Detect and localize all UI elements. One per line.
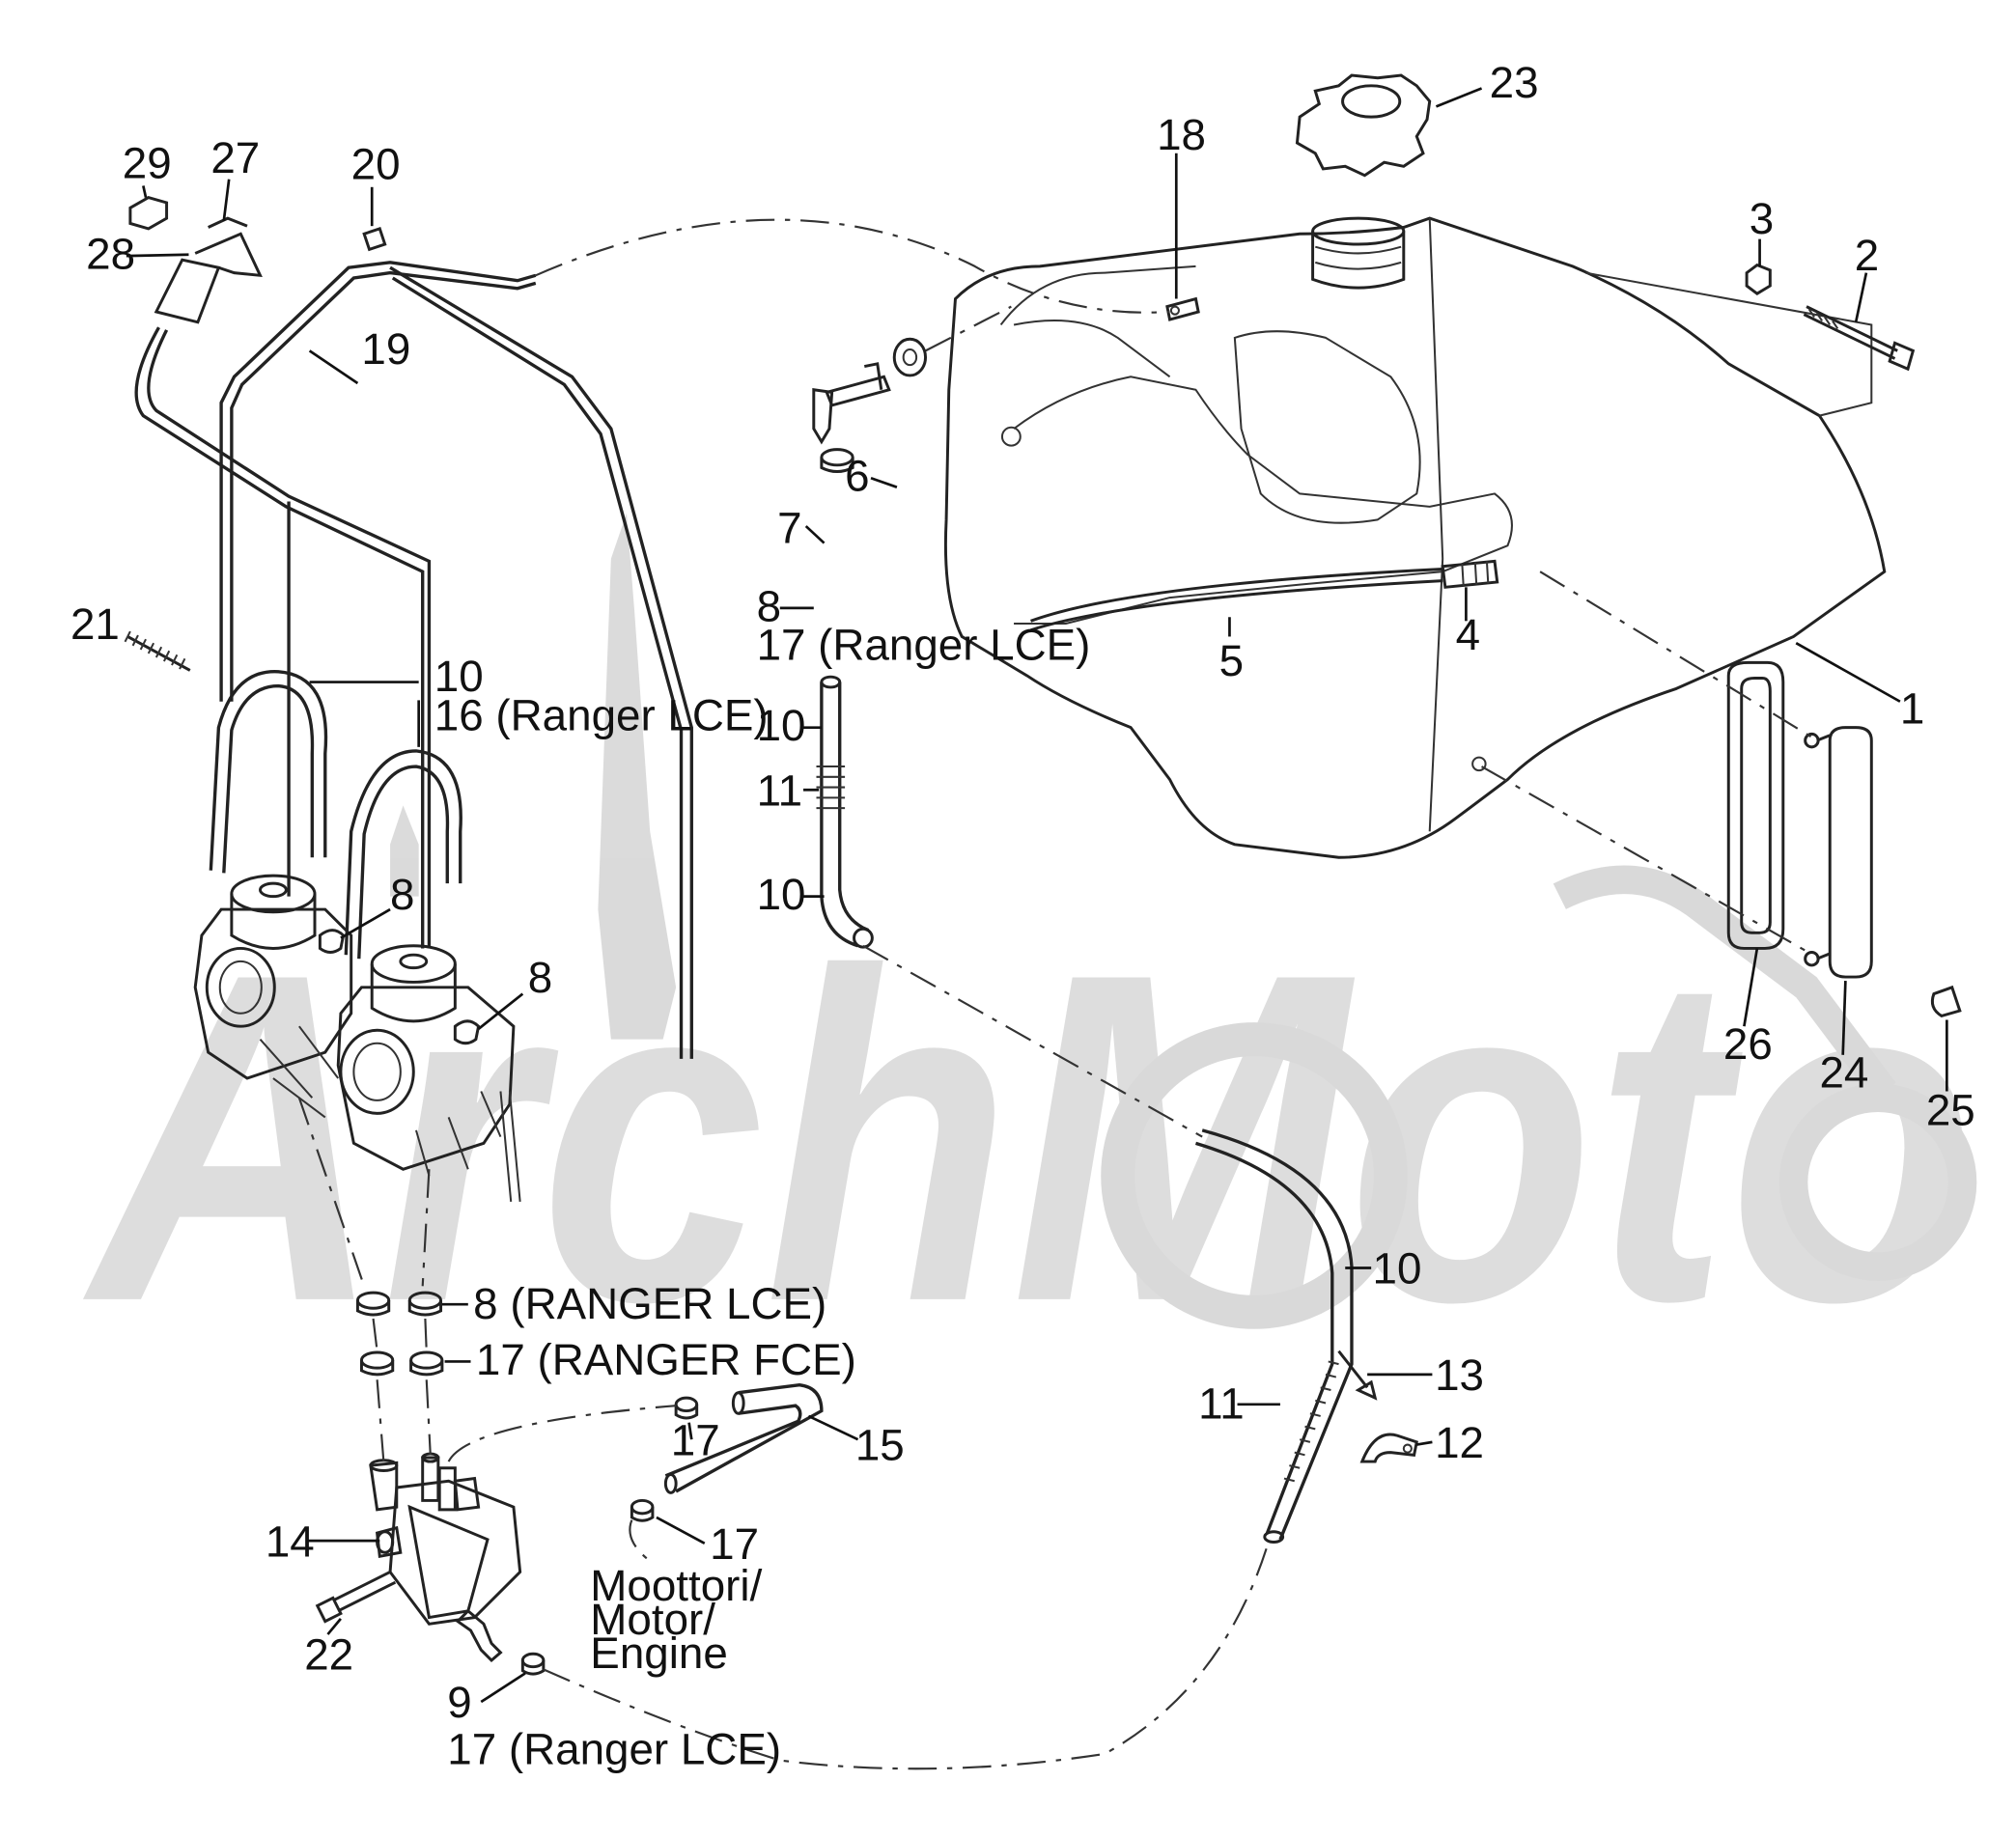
cap-screw (362, 226, 387, 252)
callout-8-valve: 8 (757, 581, 781, 630)
callout-4: 4 (1456, 610, 1480, 659)
callout-12: 12 (1435, 1418, 1484, 1467)
watermark-text: ArchMoto (78, 876, 1975, 1399)
engine-note-line3: Engine (590, 1628, 727, 1678)
watermark: ArchMoto (78, 513, 1977, 1399)
nut (1745, 263, 1772, 295)
hose-clamp (820, 448, 854, 474)
vent-hoses (209, 670, 462, 960)
callout-14: 14 (266, 1517, 315, 1566)
callout-19: 19 (361, 324, 410, 374)
callout-15: 15 (855, 1421, 905, 1470)
spring (124, 630, 191, 672)
callout-29: 29 (123, 138, 172, 187)
fuel-tank (943, 216, 1887, 859)
engine-note-line1: Moottori/ (590, 1561, 762, 1610)
callout-7: 7 (777, 504, 801, 553)
tank-gasket (1726, 660, 1785, 950)
choke-cable (134, 216, 432, 949)
callout-5: 5 (1219, 636, 1244, 685)
callout-17-ranger-fce: 17 (RANGER FCE) (476, 1335, 856, 1384)
assembly-lines (297, 218, 1814, 1770)
rivet (1337, 1350, 1378, 1401)
callout-11-right: 11 (1198, 1379, 1245, 1429)
engine-note-line2: Motor/ (590, 1595, 715, 1644)
grommet (892, 337, 928, 377)
callout-27: 27 (210, 133, 260, 182)
carburetors (193, 874, 521, 1202)
callout-21: 21 (70, 599, 120, 649)
fuel-cap (1295, 73, 1432, 178)
callout-17-hose-top: 17 (671, 1415, 720, 1464)
callout-6: 6 (845, 452, 869, 501)
fuel-pump (369, 1452, 522, 1662)
callout-24: 24 (1819, 1047, 1868, 1097)
choke-nut (128, 195, 169, 231)
pump-screw (315, 1571, 397, 1624)
fuel-hose-short (816, 675, 874, 949)
callout-26: 26 (1723, 1019, 1773, 1069)
callout-3: 3 (1750, 194, 1774, 243)
vent-fitting (1165, 296, 1200, 321)
callout-25: 25 (1926, 1085, 1975, 1134)
callout-8-carb-left: 8 (390, 870, 414, 919)
callout-20: 20 (351, 140, 401, 189)
callout-17-ranger-lce-bottom: 17 (Ranger LCE) (447, 1725, 781, 1774)
callout-17-hose-bottom: 17 (710, 1519, 759, 1569)
callout-10-center-bottom: 10 (757, 870, 806, 919)
fuel-hose-long (1194, 1128, 1354, 1544)
leader-lines (126, 87, 1948, 1704)
bolt (1803, 305, 1916, 372)
callout-28: 28 (86, 230, 135, 279)
callout-16-ranger-lce: 16 (Ranger LCE) (434, 690, 769, 739)
return-hose (663, 1382, 824, 1494)
callout-17-ranger-lce-top: 17 (Ranger LCE) (757, 621, 1091, 670)
callout-18: 18 (1157, 110, 1206, 159)
hose-clip (1359, 1433, 1418, 1463)
callout-1: 1 (1900, 684, 1924, 734)
callout-10-vent: 10 (434, 652, 484, 701)
callout-22: 22 (304, 1629, 353, 1679)
callout-10-center-top: 10 (757, 701, 806, 750)
callout-9: 9 (447, 1678, 471, 1727)
bumper-pad (1804, 726, 1873, 979)
callout-8-ranger-lce: 8 (RANGER LCE) (473, 1279, 826, 1328)
callout-2: 2 (1855, 231, 1879, 280)
callout-23: 23 (1490, 58, 1539, 107)
small-grommet (1930, 985, 1962, 1018)
primer-line (219, 261, 693, 1059)
pump-clamps (355, 1291, 699, 1676)
fuel-valve (812, 362, 891, 445)
callout-8-carb-right: 8 (528, 953, 552, 1002)
callout-labels: 1 2 3 4 5 6 7 8 17 (Ranger LCE) 10 11 10… (70, 58, 1975, 1774)
callout-13: 13 (1435, 1350, 1484, 1400)
callout-10-right: 10 (1373, 1244, 1422, 1294)
callout-11-center: 11 (757, 765, 802, 815)
